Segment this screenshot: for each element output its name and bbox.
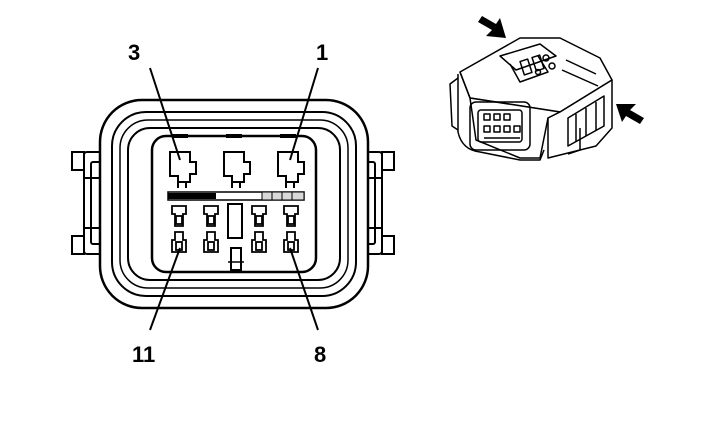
pin-label-8: 8 — [314, 342, 326, 367]
leader-line-3 — [149, 67, 181, 161]
arrow-icon — [478, 16, 644, 124]
terminal-row-upper — [171, 205, 299, 227]
housing-ring — [111, 111, 357, 297]
connector-face-view — [71, 67, 395, 331]
pin-label-3: 3 — [128, 40, 140, 65]
housing-seal — [127, 127, 341, 281]
divider-bar — [167, 191, 305, 201]
terminal-top-left — [169, 151, 197, 188]
leader-line-8 — [289, 247, 319, 331]
key-slot-lower — [230, 247, 242, 271]
terminal-top-center — [223, 151, 251, 188]
terminal-row-lower — [171, 231, 299, 253]
leader-line-1 — [289, 67, 319, 161]
leader-line-11 — [149, 247, 181, 331]
terminal-top-right — [277, 151, 305, 188]
connector-perspective-view — [449, 37, 613, 161]
key-slot — [227, 203, 243, 239]
pin-label-11: 11 — [132, 342, 155, 367]
pin-label-1: 1 — [316, 40, 328, 65]
